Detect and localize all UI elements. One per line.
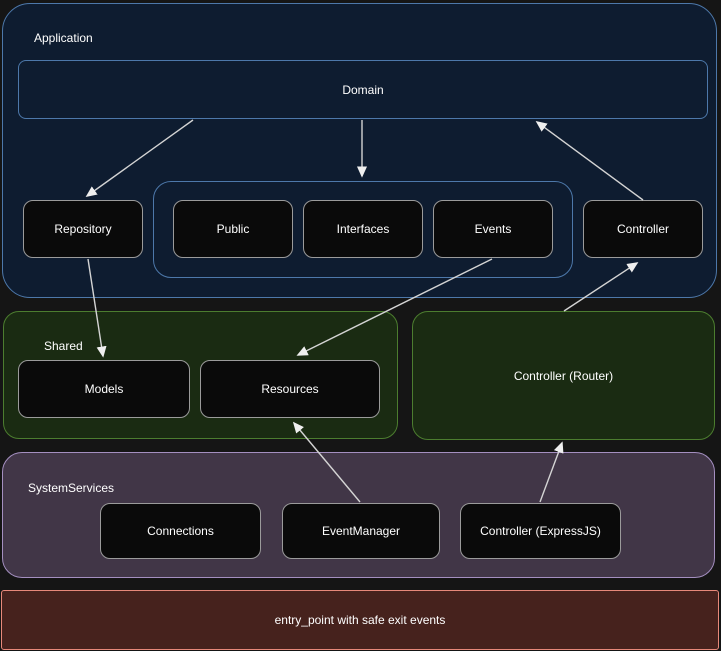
group-shared-label: Shared [44,339,83,353]
node-controller-express: Controller (ExpressJS) [460,503,621,559]
node-models: Models [18,360,190,418]
node-connections: Connections [100,503,261,559]
node-repository: Repository [23,200,143,258]
node-domain: Domain [18,60,708,119]
node-interfaces: Interfaces [303,200,423,258]
node-resources: Resources [200,360,380,418]
node-event-manager: EventManager [282,503,440,559]
node-controller-router: Controller (Router) [412,311,715,440]
group-system-services-label: SystemServices [28,481,115,495]
node-events: Events [433,200,553,258]
node-controller: Controller [583,200,703,258]
node-entry-point: entry_point with safe exit events [1,590,719,650]
node-public: Public [173,200,293,258]
group-application-label: Application [34,31,93,45]
